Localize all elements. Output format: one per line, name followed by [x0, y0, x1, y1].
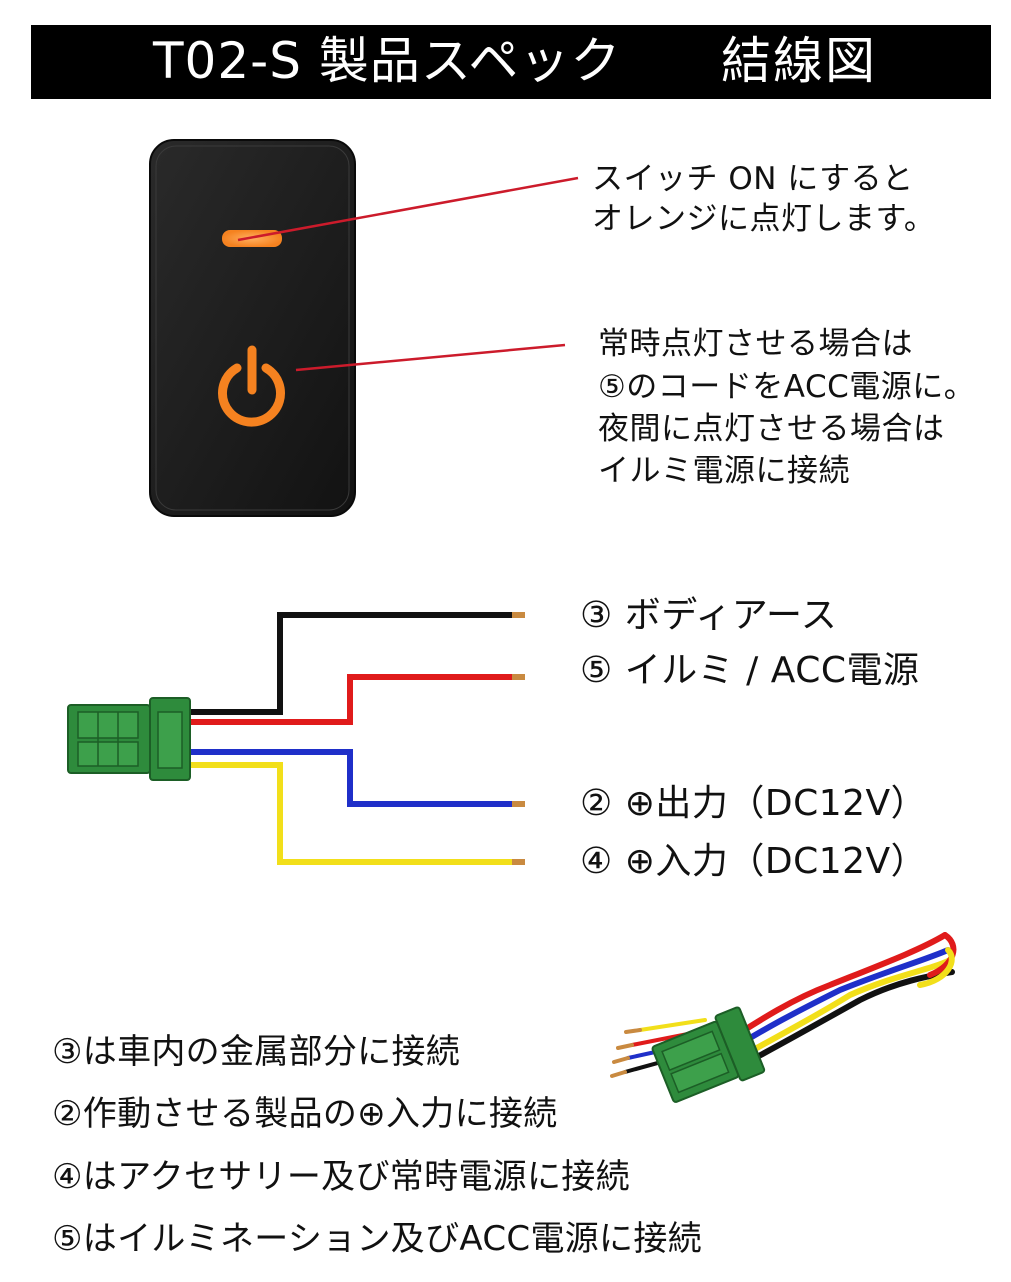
wire-red: [190, 674, 512, 725]
led-callout-line-1: スイッチ ON にすると: [592, 161, 914, 197]
switch-highlight: [155, 145, 350, 511]
led-callout-line-2: オレンジに点灯します。: [592, 201, 936, 237]
power-callout-line-3: 夜間に点灯させる場合は: [598, 411, 945, 447]
title-bar: T02-S 製品スペック 結線図: [31, 25, 991, 99]
note-illumi-acc: ⑤はイルミネーション及びACC電源に接続: [52, 1219, 702, 1259]
wire-yellow: [190, 762, 512, 865]
power-icon: [218, 345, 285, 427]
wire-black: [190, 612, 512, 715]
wire-tips: [512, 612, 525, 865]
wires: [190, 612, 512, 865]
note-input: ④はアクセサリー及び常時電源に接続: [52, 1157, 630, 1197]
page-subtitle: 結線図: [721, 32, 877, 90]
wire-label-output: ② ⊕出力（DC12V）: [580, 783, 928, 824]
connector: [67, 697, 191, 781]
led-callout-line: [237, 176, 579, 242]
power-callout-line-1: 常時点灯させる場合は: [598, 326, 913, 362]
power-callout-line-4: イルミ電源に接続: [598, 453, 850, 489]
wire-blue: [190, 749, 512, 807]
power-callout-line: [295, 343, 566, 372]
wire-label-ground: ③ ボディアース: [580, 595, 838, 636]
switch-body: [149, 139, 356, 517]
wire-label-input: ④ ⊕入力（DC12V）: [580, 841, 928, 882]
switch: [149, 139, 356, 517]
wire-label-illumi-acc: ⑤ イルミ / ACC電源: [580, 650, 920, 691]
page-title: T02-S 製品スペック: [153, 32, 622, 90]
harness-illustration: [610, 932, 957, 1103]
note-ground: ③は車内の金属部分に接続: [52, 1032, 461, 1072]
power-callout-line-2: ⑤のコードをACC電源に。: [598, 369, 976, 405]
note-output: ②作動させる製品の⊕入力に接続: [52, 1094, 558, 1134]
